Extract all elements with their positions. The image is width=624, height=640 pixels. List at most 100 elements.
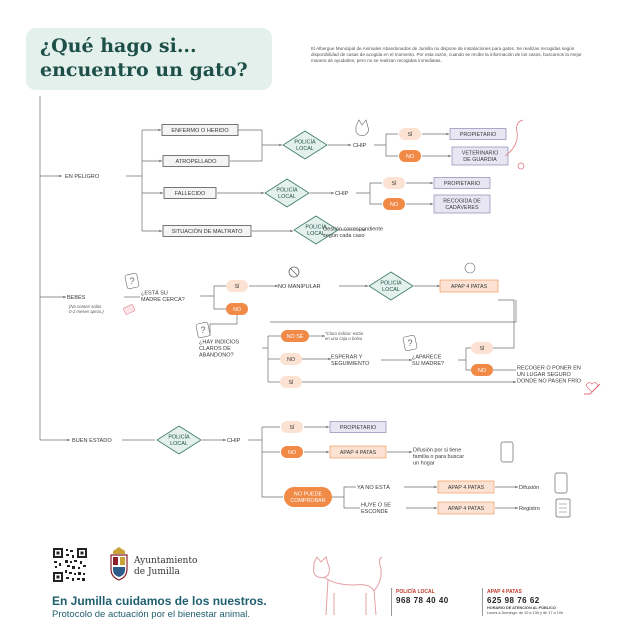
qr-code-icon (52, 547, 88, 583)
flow-node-no-manipular: NO MANIPULAR (278, 284, 321, 290)
node-text-line: NO (287, 357, 295, 363)
question-mark-icon: ? (124, 272, 140, 290)
to-pl-4-head (365, 284, 368, 288)
flow-node-propietario-3: PROPIETARIO (329, 421, 387, 433)
flow-node-fallecido: FALLECIDO (163, 187, 217, 199)
node-text-line: VETERINARIO (462, 151, 499, 157)
decorative-swirl (504, 119, 525, 170)
madre-no (213, 296, 226, 310)
node-text-line: PROPIETARIO (340, 425, 376, 431)
flow-node-no-6: NO (281, 446, 303, 458)
node-text-line: Difusión (519, 485, 539, 491)
node-text-line: ESPERAR Y (331, 355, 363, 361)
flow-node-bebes: BEBÉS (67, 294, 86, 301)
apap-phone[interactable]: 625 98 76 62 (487, 596, 540, 605)
apap-label: APAP 4 PATAS (487, 589, 522, 595)
intro-text: El Albergue Municipal de Animales Abando… (311, 46, 582, 64)
flow-node-no-3: NO (226, 303, 248, 315)
phone-icon (500, 441, 514, 463)
chip1-no (385, 145, 398, 157)
paw-badge-icon (464, 262, 476, 274)
flow-node-no-5: NO (471, 364, 493, 376)
svg-text:?: ? (200, 325, 205, 335)
node-text-line: ABANDONO? (199, 352, 234, 358)
title-box: ¿Qué hago si... encuentro un gato? (26, 28, 272, 90)
footer-divider-2 (482, 588, 483, 616)
aparece-no (465, 360, 471, 371)
node-text-line: YA NO ESTÁ (357, 484, 390, 491)
question-mark-icon: ? (402, 334, 418, 352)
node-text-line: SÍ (234, 283, 240, 290)
to-enfermo-head (158, 128, 161, 132)
footer-divider-1 (391, 588, 392, 616)
flow-node-difusion: Difusión (519, 485, 539, 491)
to-difusion-note-head (409, 450, 412, 454)
node-text-line: CLAROS DE (199, 346, 231, 352)
flow-node-apap-3: APAP 4 PATAS (437, 480, 495, 494)
node-text-line: PROPIETARIO (460, 132, 496, 138)
node-text-line: SÍ (289, 424, 295, 431)
no-puede-up (332, 486, 356, 498)
node-text-line: NO MANIPULAR (278, 284, 321, 290)
flow-node-si-4: SÍ (280, 376, 302, 388)
node-text-line: PROPIETARIO (444, 181, 480, 187)
to-maltrato-head (159, 229, 162, 233)
node-text-line: NO (478, 368, 486, 374)
to-registro-head (515, 506, 518, 510)
node-text-line: ¿APARECE (412, 355, 442, 361)
flow-node-si-2: SÍ (383, 177, 405, 189)
node-text-line: MADRE CERCA? (141, 297, 185, 303)
node-text-line: NO SÉ (287, 333, 304, 340)
to-atropellado-head (159, 159, 162, 163)
flow-node-buen-estado: BUEN ESTADO (72, 438, 112, 444)
flow-node-chip-3: CHIP (227, 438, 241, 444)
node-text-line: LOCAL (296, 146, 314, 152)
policia-label: POLICÍA LOCAL (396, 589, 435, 595)
question-mark-icon: ? (195, 321, 211, 339)
flow-node-si-1: SÍ (399, 128, 421, 140)
si4-to-recoger-head (513, 380, 516, 384)
town-crest-icon (110, 547, 128, 581)
to-apap-2-head (326, 450, 329, 454)
town-name-line-2: de Jumilla (134, 567, 180, 577)
node-text-line: CHIP (335, 191, 349, 197)
node-text-line: SITUACIÓN DE MALTRATO (172, 228, 244, 235)
flow-node-apap-1: APAP 4 PATAS (439, 279, 499, 293)
clipboard-icon (555, 498, 571, 518)
node-text-line: UN LUGAR SEGURO (517, 372, 572, 378)
to-pl-1-head (279, 143, 282, 147)
node-text-line: Difusión por si tiene (413, 447, 461, 453)
svg-text:?: ? (407, 338, 412, 348)
flow-node-no-2: NO (383, 198, 405, 210)
node-text-line: Registro (519, 506, 540, 512)
flow-node-atropellado: ATROPELLADO (162, 155, 230, 167)
node-text-line: según cada caso (323, 233, 365, 239)
node-text-line: LOCAL (170, 441, 188, 447)
node-text-line: *Claro indicio: están (325, 331, 364, 336)
node-text-line: SÍ (391, 180, 397, 187)
label-tag-icon (123, 304, 136, 315)
flow-node-chip-1: CHIP (353, 143, 367, 149)
node-text-line: NO PUEDE (294, 492, 323, 498)
check-mark-icon (584, 383, 601, 395)
madre-si (200, 285, 226, 297)
to-apap-1-head (437, 284, 440, 288)
node-text-line: familia o para buscar (413, 454, 464, 460)
policia-phone[interactable]: 968 78 40 40 (396, 596, 449, 605)
to-apap-4-head (434, 506, 437, 510)
node-text-line: SEGUIMIENTO (331, 361, 370, 367)
to-bebes-head (63, 295, 66, 299)
chip1-si (374, 133, 398, 146)
cat-illustration-icon (313, 556, 383, 616)
node-text-line: ENFERMO O HERIDO (171, 128, 229, 134)
flow-node-en-peligro: EN PELIGRO (65, 174, 100, 180)
to-no-manipular-head (275, 284, 278, 288)
